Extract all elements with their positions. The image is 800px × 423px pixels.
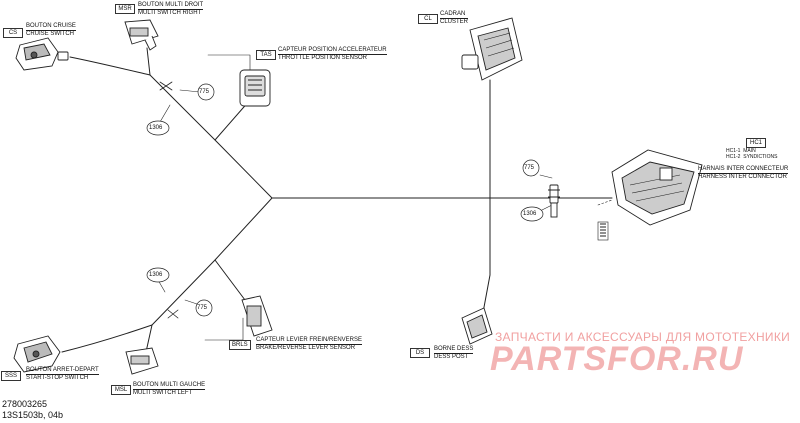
cluster-connector-icon bbox=[461, 17, 523, 81]
multi-switch-right-wire bbox=[146, 47, 151, 76]
callout-circle-trunk-1306 bbox=[520, 206, 544, 222]
hc1-pin-row: HC1-2 SYNDICTIONS bbox=[726, 154, 778, 160]
throttle-sensor-connector-icon bbox=[239, 69, 271, 107]
hc1-pin-table: HC1-1 MAIN HC1-2 SYNDICTIONS bbox=[726, 148, 777, 160]
callout-circle-upper-1306 bbox=[146, 120, 170, 136]
component-code-cl: CL bbox=[418, 14, 438, 24]
diagram-part-number: 278003265 bbox=[2, 399, 48, 409]
component-code-msl: MSL bbox=[111, 385, 131, 395]
callout-circle-trunk-775 bbox=[522, 159, 540, 177]
multi-switch-left-connector-icon bbox=[125, 347, 159, 375]
component-code-cs: CS bbox=[3, 28, 23, 38]
component-code-ds: DS bbox=[410, 348, 430, 358]
component-code-brls: BRLS bbox=[229, 340, 251, 350]
dess-post-connector-icon bbox=[461, 307, 493, 345]
watermark-tagline: ЗАПЧАСТИ И АКСЕССУАРЫ ДЛЯ МОТОТЕХНИКИ bbox=[495, 330, 791, 344]
multi-switch-right-connector-icon bbox=[124, 19, 159, 51]
callout-number: 775 bbox=[197, 305, 208, 311]
callout-circle-lower-1306 bbox=[146, 267, 170, 283]
brake-sensor-wire bbox=[214, 259, 246, 301]
callout-number: 1306 bbox=[523, 211, 537, 217]
start-stop-connector-icon bbox=[13, 335, 61, 373]
dess-wire bbox=[481, 197, 491, 319]
callout-number: 1306 bbox=[149, 125, 163, 131]
component-code-msr: MSR bbox=[115, 4, 135, 14]
harness-inter-connector-icon bbox=[611, 149, 703, 226]
watermark-brand: PARTSFOR.RU bbox=[490, 340, 744, 378]
trunk-clip-icon bbox=[548, 184, 560, 218]
callout-number: 1306 bbox=[149, 272, 163, 278]
cruise-switch-connector-icon bbox=[15, 37, 69, 71]
barcode-tag-icon bbox=[597, 221, 609, 241]
start-stop-wire bbox=[61, 324, 153, 353]
component-code-tas: TAS bbox=[256, 50, 276, 60]
brake-sensor-connector-icon bbox=[241, 295, 273, 337]
throttle-sensor-wire bbox=[214, 99, 251, 141]
hc1-pin-row: HC1-1 MAIN bbox=[726, 148, 756, 154]
cruise-switch-wire bbox=[69, 56, 151, 76]
diagram-reference-code: 13S1503b, 04b bbox=[2, 410, 64, 420]
callout-number: 775 bbox=[199, 89, 210, 95]
component-code-sss: SSS bbox=[1, 371, 21, 381]
callout-circle-lower-775 bbox=[195, 299, 213, 317]
callout-circle-upper-775 bbox=[197, 83, 215, 101]
callout-number: 775 bbox=[524, 165, 535, 171]
multi-switch-left-wire bbox=[145, 324, 153, 353]
component-code-hc1: HC1 bbox=[746, 138, 766, 148]
